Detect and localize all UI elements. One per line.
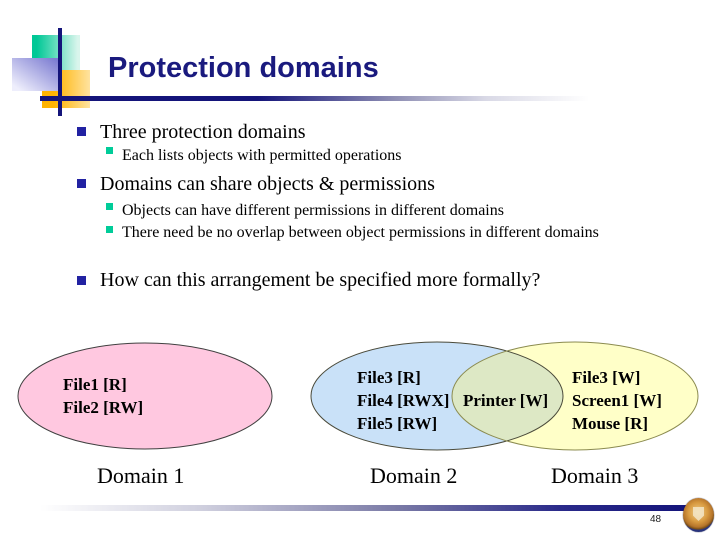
domain3-label: Domain 3 bbox=[551, 463, 639, 488]
object-entry: File3 [W] bbox=[572, 368, 641, 387]
shared-object-entry: Printer [W] bbox=[463, 391, 549, 410]
page-number: 48 bbox=[650, 514, 662, 525]
domain2-object-list: File3 [R] File4 [RWX] File5 [RW] bbox=[357, 366, 449, 435]
bullet-item-5: There need be no overlap between object … bbox=[122, 224, 599, 241]
object-entry: File1 [R] bbox=[63, 375, 127, 394]
sub-bullet-square-icon bbox=[106, 226, 113, 233]
object-entry: File4 [RWX] bbox=[357, 391, 450, 410]
object-entry: File3 [R] bbox=[357, 368, 421, 387]
deco-vertical-line bbox=[58, 28, 62, 116]
sub-bullet-square-icon bbox=[106, 203, 113, 210]
domain1-object-list: File1 [R] File2 [RW] bbox=[63, 373, 143, 419]
seal-shield-icon bbox=[693, 507, 704, 521]
domain1-label: Domain 1 bbox=[97, 463, 185, 488]
object-entry: Mouse [R] bbox=[572, 414, 649, 433]
sub-bullet-square-icon bbox=[106, 147, 113, 154]
footer-accent-bar bbox=[40, 505, 690, 511]
overlap-region bbox=[452, 342, 563, 450]
bullet-square-icon bbox=[77, 179, 86, 188]
object-entry: File5 [RW] bbox=[357, 414, 438, 433]
bullet-square-icon bbox=[77, 127, 86, 136]
bullet-item-4: Objects can have different permissions i… bbox=[122, 202, 504, 219]
slide-title: Protection domains bbox=[108, 52, 379, 84]
protection-domains-venn-diagram bbox=[17, 341, 699, 451]
bullet-item-1: Three protection domains bbox=[100, 121, 306, 143]
object-entry: File2 [RW] bbox=[63, 398, 144, 417]
domain1-ellipse bbox=[17, 342, 273, 450]
domain2-label: Domain 2 bbox=[370, 463, 458, 488]
bullet-square-icon bbox=[77, 276, 86, 285]
object-entry: Screen1 [W] bbox=[572, 391, 662, 410]
bullet-item-6: How can this arrangement be specified mo… bbox=[100, 269, 541, 291]
domain3-object-list: File3 [W] Screen1 [W] Mouse [R] bbox=[572, 366, 662, 435]
bullet-item-2: Each lists objects with permitted operat… bbox=[122, 147, 402, 164]
deco-purple-square-icon bbox=[12, 58, 58, 91]
bullet-item-3: Domains can share objects & permissions bbox=[100, 173, 435, 195]
title-underline-bar bbox=[40, 96, 612, 101]
university-seal-icon bbox=[683, 498, 714, 532]
